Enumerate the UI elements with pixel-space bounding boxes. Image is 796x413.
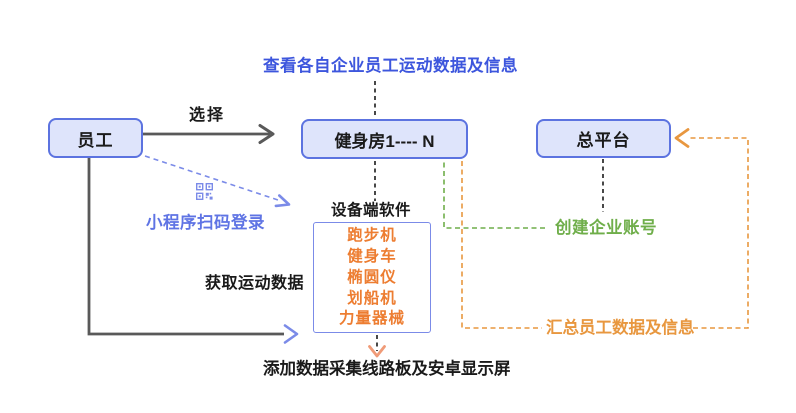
platform-node: 总平台	[536, 119, 671, 158]
aggregate-line-left	[461, 161, 542, 329]
aggregate-line-right	[689, 137, 749, 329]
add-board-arrow-head	[368, 345, 386, 358]
scan-login-label: 小程序扫码登录	[146, 214, 265, 232]
employee-node: 员工	[48, 118, 143, 158]
get-data-arrow-head	[283, 324, 299, 344]
equipment-box: 跑步机 健身车 椭圆仪 划船机 力量器械	[313, 222, 431, 333]
create-account-label: 创建企业账号	[555, 219, 657, 237]
aggregate-label: 汇总员工数据及信息	[546, 319, 695, 337]
select-label: 选择	[189, 107, 226, 124]
get-data-line	[87, 158, 284, 336]
qr-code-icon	[196, 183, 213, 200]
select-arrow	[143, 124, 275, 144]
create-account-connector	[443, 161, 545, 229]
gym-node: 健身房1---- N	[301, 119, 468, 159]
get-data-label: 获取运动数据	[205, 275, 305, 292]
equipment-item-strength: 力量器械	[338, 310, 405, 328]
select-arrow-head	[258, 124, 275, 144]
view-data-label: 查看各自企业员工运动数据及信息	[263, 57, 518, 75]
equipment-item-rower: 划船机	[347, 289, 397, 307]
equipment-item-bike: 健身车	[347, 248, 397, 265]
get-data-connector	[87, 158, 299, 344]
add-board-connector	[368, 335, 386, 358]
device-software-label: 设备端软件	[331, 202, 412, 219]
scan-login-connector	[144, 155, 291, 208]
equipment-item-elliptical: 椭圆仪	[347, 268, 397, 286]
scan-login-arrow-head	[274, 194, 291, 208]
add-board-label: 添加数据采集线路板及安卓显示屏	[263, 360, 511, 378]
aggregate-arrow-head	[674, 128, 690, 148]
equipment-item-treadmill: 跑步机	[347, 227, 397, 245]
